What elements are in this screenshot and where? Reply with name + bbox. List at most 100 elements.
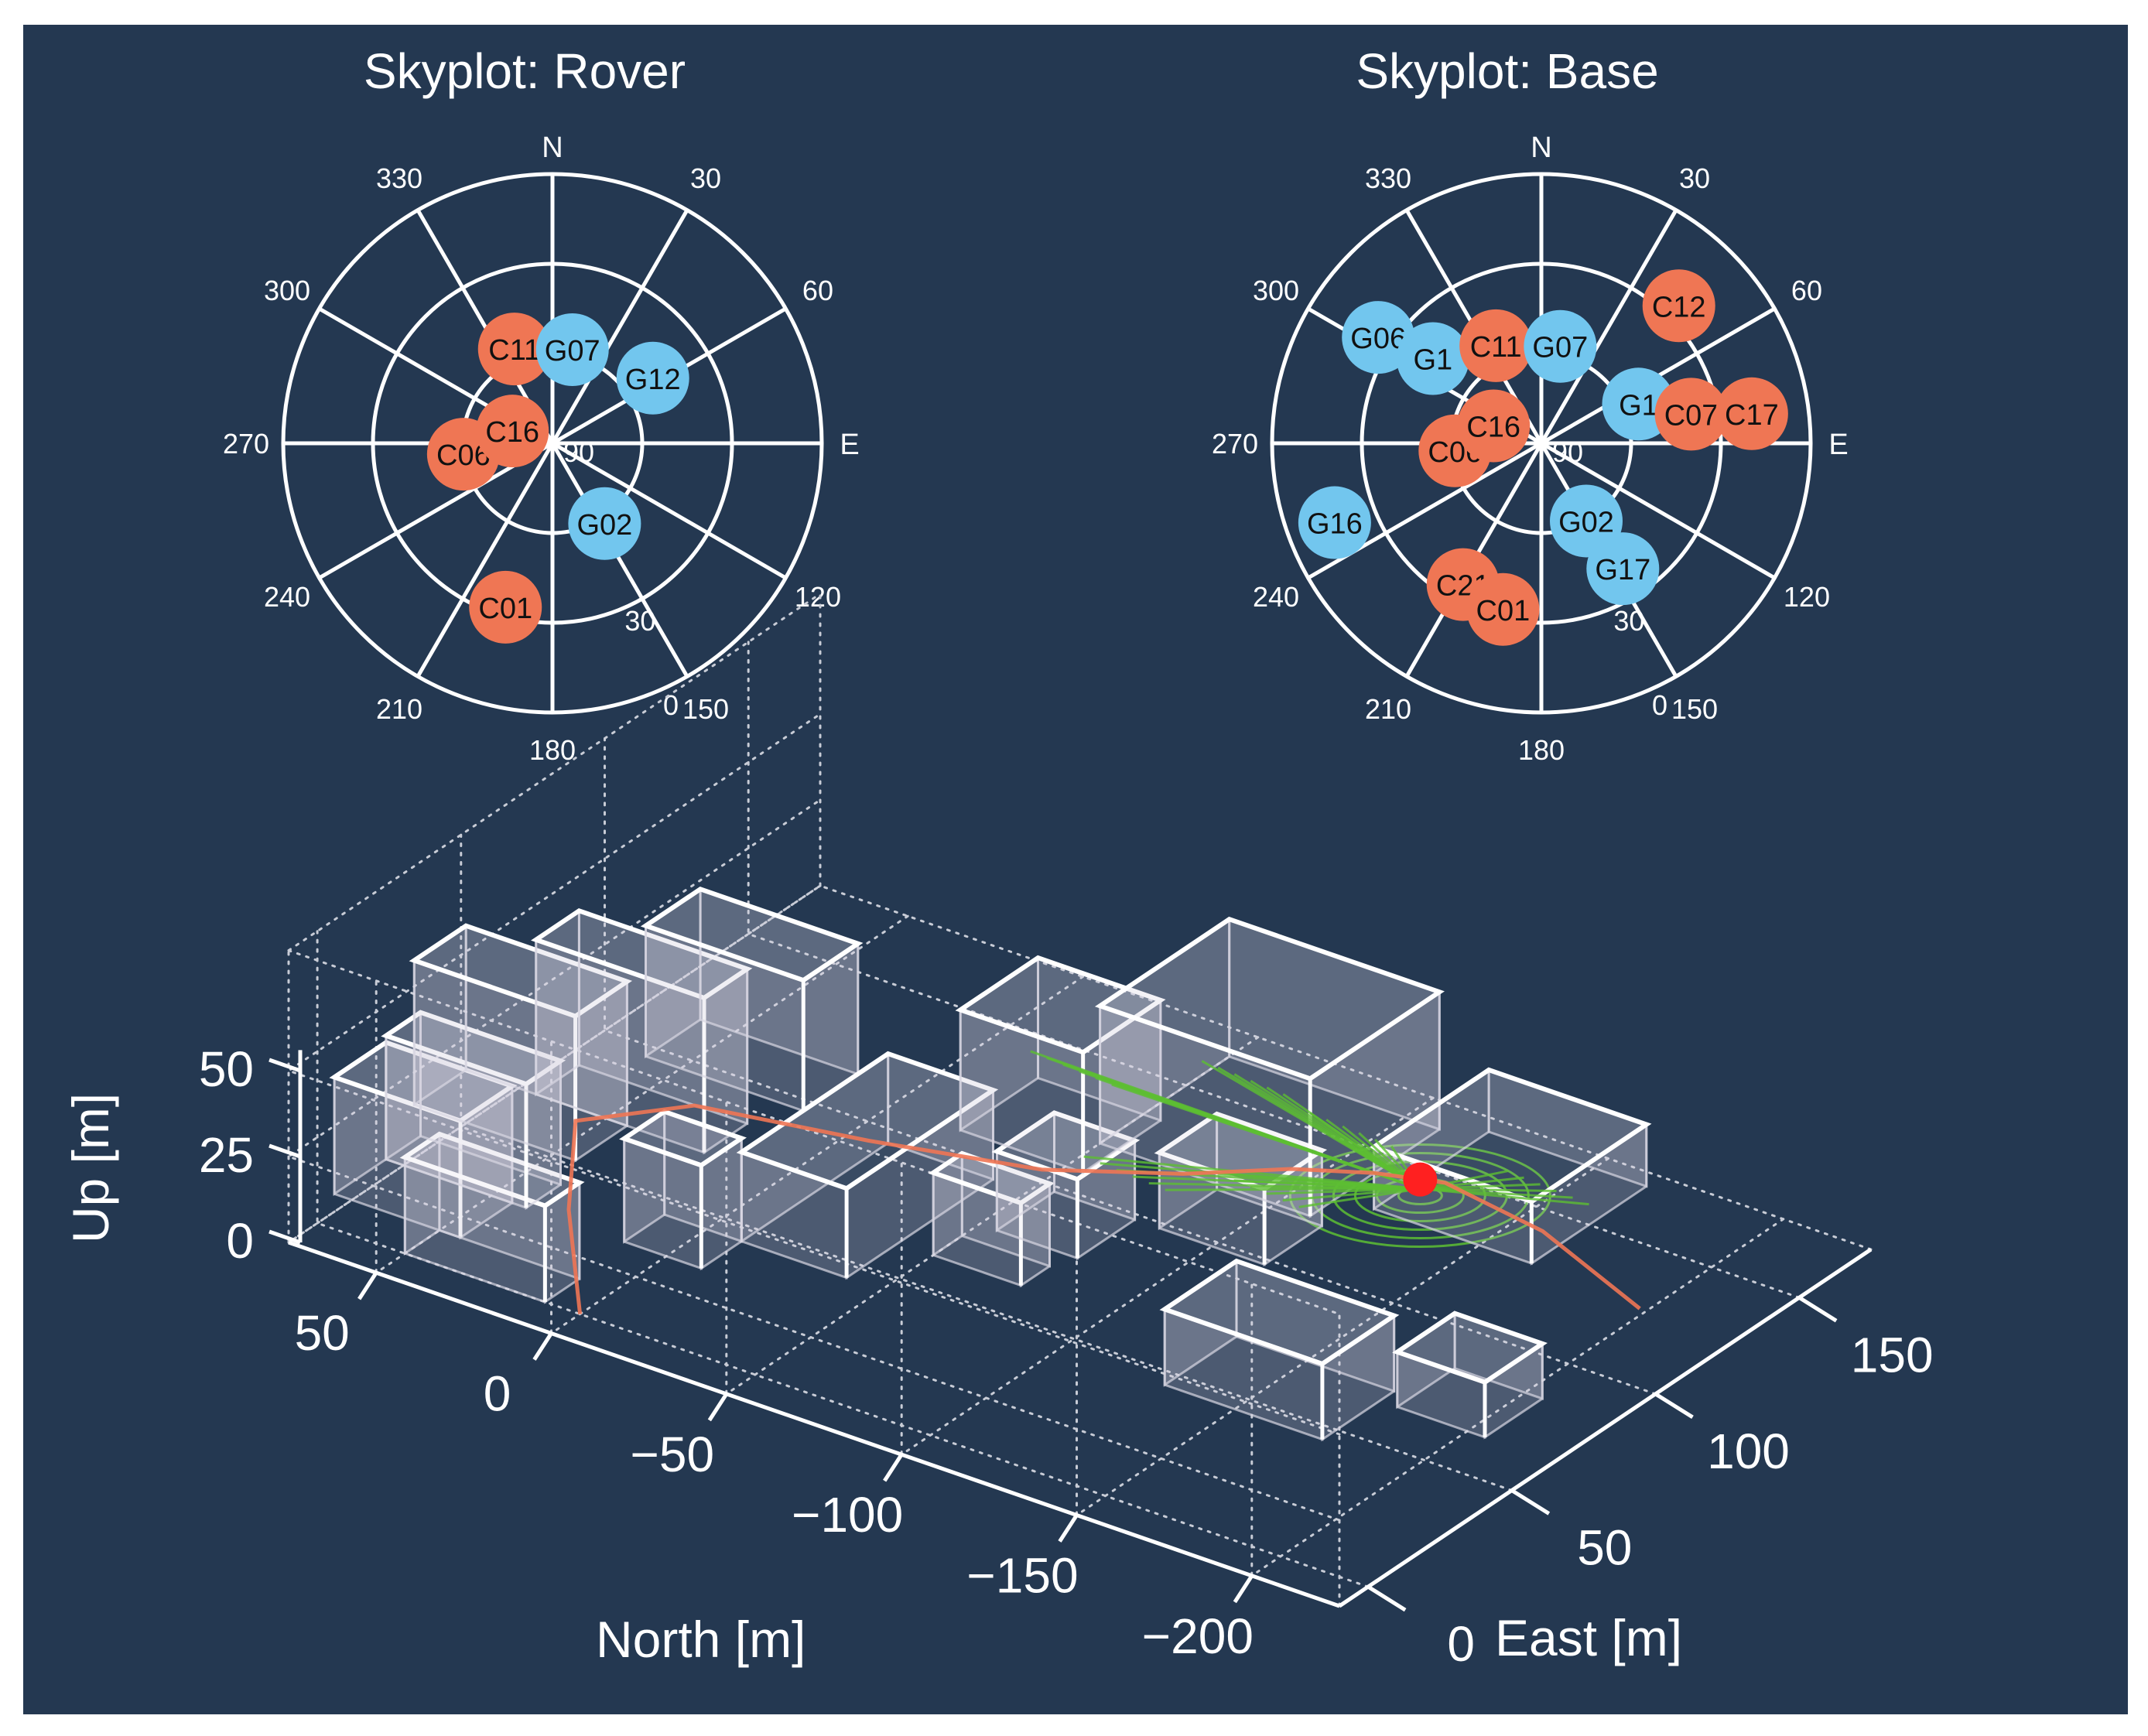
building (640, 886, 864, 1113)
y-tick-label: −150 (966, 1548, 1078, 1604)
base-satellite-label: C11 (1470, 331, 1522, 364)
base-satellite-label: C16 (1466, 412, 1520, 444)
los-ray (1298, 1188, 1421, 1208)
base-satellite-g16 (1298, 486, 1371, 559)
z-tick-label: 50 (199, 1041, 254, 1097)
rover-satellite-g07 (535, 313, 609, 386)
y-tick (357, 1271, 378, 1300)
rover-elevation-tick: 90 (563, 436, 594, 468)
rover-azimuth-spoke (550, 442, 689, 678)
grid-line (747, 641, 1801, 1299)
base-azimuth-tick: 240 (1253, 581, 1299, 613)
z-tick (268, 1229, 301, 1245)
building-roof-outline (1392, 1311, 1548, 1386)
y-tick-label: −100 (792, 1487, 903, 1543)
rover-satellite-label: C11 (488, 334, 540, 367)
x-tick-label: 0 (1447, 1616, 1475, 1672)
building (619, 1109, 747, 1271)
rover-azimuth-tick: 30 (690, 162, 721, 194)
building (1094, 916, 1445, 1218)
building-roof-outline (381, 1010, 566, 1087)
base-azimuth-spoke (1539, 209, 1678, 445)
rover-satellite-label: G07 (545, 335, 600, 367)
rover-elevation-tick: 0 (663, 689, 679, 721)
building-roof-outline (736, 1051, 999, 1191)
building-roof-outline (619, 1109, 747, 1168)
y-tick-label: −50 (631, 1427, 715, 1482)
building-roof-outline (409, 923, 633, 1019)
y-tick (1058, 1514, 1079, 1543)
rover-elevation-tick: 30 (624, 605, 655, 637)
grid-line (460, 833, 1514, 1492)
base-satellite-g07 (1524, 309, 1597, 383)
figure-canvas: Skyplot: Rover Skyplot: Base 30601201501… (62, 43, 1934, 1672)
base-azimuth-tick: 120 (1784, 581, 1830, 613)
skyplot-base-title: Skyplot: Base (1356, 43, 1658, 99)
building (329, 1040, 518, 1240)
base-azimuth-tick: 180 (1518, 734, 1565, 766)
rover-satellite-g02 (568, 487, 641, 560)
z-axis-label: Up [m] (62, 1093, 119, 1243)
z-tick (268, 1143, 301, 1159)
grid-line (287, 949, 1341, 1316)
z-tick (268, 1058, 301, 1073)
base-satellite-c17 (1715, 377, 1788, 450)
y-tick-label: 0 (484, 1366, 511, 1422)
base-satellite-label: G07 (1532, 332, 1588, 364)
y-tick (1233, 1574, 1254, 1604)
base-satellite-label: C01 (1476, 595, 1531, 627)
base-satellite-c11 (1459, 309, 1533, 382)
y-tick-label: 50 (295, 1305, 350, 1361)
rover-azimuth-tick: 300 (264, 275, 310, 306)
building-roof-outline (1159, 1258, 1400, 1367)
grid-line (819, 884, 1873, 1251)
rover-satellite-label: C01 (478, 593, 532, 625)
base-satellite-label: C07 (1664, 399, 1719, 432)
building-roof-outline (640, 886, 864, 983)
x-tick (1366, 1584, 1407, 1612)
y-tick (883, 1453, 904, 1482)
base-azimuth-tick: 270 (1212, 428, 1258, 460)
y-axis-label: North [m] (596, 1611, 806, 1668)
building-roof-outline (1154, 1111, 1328, 1192)
rover-satellite-label: G02 (576, 509, 632, 542)
rover-azimuth-tick: 150 (682, 693, 729, 725)
base-satellite-label: G17 (1595, 554, 1650, 586)
building (409, 923, 633, 1163)
y-axis-line (288, 1240, 1340, 1608)
base-satellite-g06 (1342, 301, 1415, 374)
rover-azimuth-spoke (416, 442, 555, 678)
base-azimuth-spoke (1540, 441, 1776, 580)
rover-azimuth-spoke (550, 209, 689, 445)
building (381, 1010, 566, 1211)
base-elevation-tick: 30 (1613, 605, 1644, 637)
rover-satellite-label: G12 (625, 364, 681, 396)
building (736, 1051, 999, 1280)
building (1159, 1258, 1400, 1442)
los-ray (1165, 1188, 1421, 1191)
base-azimuth-tick: 210 (1365, 693, 1411, 725)
base-elevation-tick: 0 (1652, 689, 1667, 721)
base-satellite-c01 (1466, 572, 1540, 646)
rover-east-label: E (840, 429, 859, 461)
base-satellite-c12 (1642, 269, 1715, 343)
rover-azimuth-tick: 210 (376, 693, 422, 725)
y-tick-label: −200 (1142, 1608, 1254, 1664)
base-satellite-label: C17 (1725, 399, 1779, 432)
rover-marker (1403, 1162, 1438, 1197)
base-satellite-g17 (1586, 532, 1660, 606)
base-north-label: N (1531, 132, 1551, 164)
rover-satellite-c11 (477, 313, 551, 386)
base-satellite-label: G1 (1619, 389, 1658, 422)
base-azimuth-tick: 330 (1365, 162, 1411, 194)
building (1392, 1311, 1548, 1440)
rover-azimuth-spoke (551, 441, 787, 580)
los-ray (1282, 1188, 1421, 1202)
rover-satellite-g12 (616, 341, 689, 415)
base-elevation-tick: 90 (1552, 436, 1583, 468)
rover-satellite-c16 (476, 395, 549, 468)
rover-azimuth-tick: 180 (529, 734, 576, 766)
los-ray (1282, 1093, 1421, 1190)
